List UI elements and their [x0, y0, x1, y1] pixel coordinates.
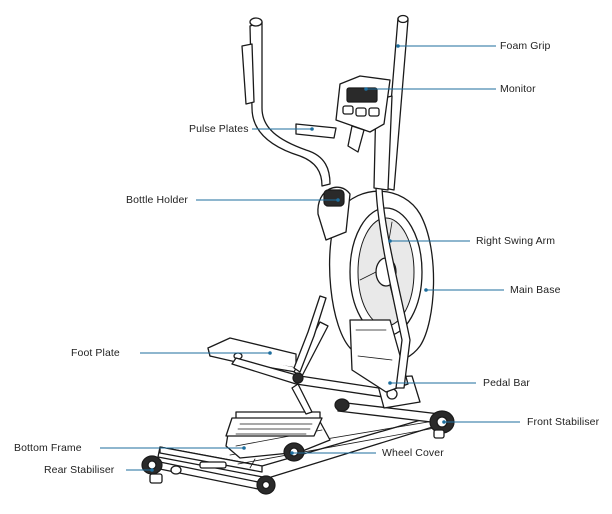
label-pulse-plates: Pulse Plates [189, 123, 249, 135]
leader-wheel-cover-dot [290, 451, 294, 455]
label-right-swing-arm: Right Swing Arm [476, 235, 556, 247]
label-wheel-cover: Wheel Cover [382, 447, 444, 459]
monitor-part [335, 75, 391, 153]
leader-rear-stabiliser-dot [150, 468, 154, 472]
leader-foot-plate-dot [268, 351, 272, 355]
leader-bottom-frame-dot [242, 446, 246, 450]
label-rear-stabiliser: Rear Stabiliser [44, 464, 115, 476]
leader-front-stabiliser-dot [442, 420, 446, 424]
label-pedal-bar: Pedal Bar [483, 377, 531, 389]
front-stabiliser-part [334, 398, 455, 439]
leader-pulse-plates-dot [310, 127, 314, 131]
leader-right-swing-arm-dot [388, 239, 392, 243]
leader-monitor-dot [364, 87, 368, 91]
leader-main-base-dot [424, 288, 428, 292]
leader-bottle-holder-dot [336, 198, 340, 202]
leader-lines [100, 44, 520, 472]
label-bottle-holder: Bottle Holder [126, 194, 188, 206]
leader-foam-grip-dot [396, 44, 400, 48]
label-foam-grip: Foam Grip [500, 40, 551, 52]
cross-trainer-illustration [141, 14, 455, 495]
right-handlebar-part [373, 14, 409, 191]
leader-pedal-bar-dot [388, 381, 392, 385]
left-handlebar-part [241, 17, 337, 187]
label-front-stabiliser: Front Stabiliser [527, 416, 600, 428]
swing-arm-part [293, 187, 411, 389]
label-monitor: Monitor [500, 83, 536, 95]
main-base-part [317, 186, 435, 393]
foot-plate-part [207, 337, 323, 437]
label-foot-plate: Foot Plate [71, 347, 120, 359]
label-bottom-frame: Bottom Frame [14, 442, 82, 454]
label-main-base: Main Base [510, 284, 561, 296]
